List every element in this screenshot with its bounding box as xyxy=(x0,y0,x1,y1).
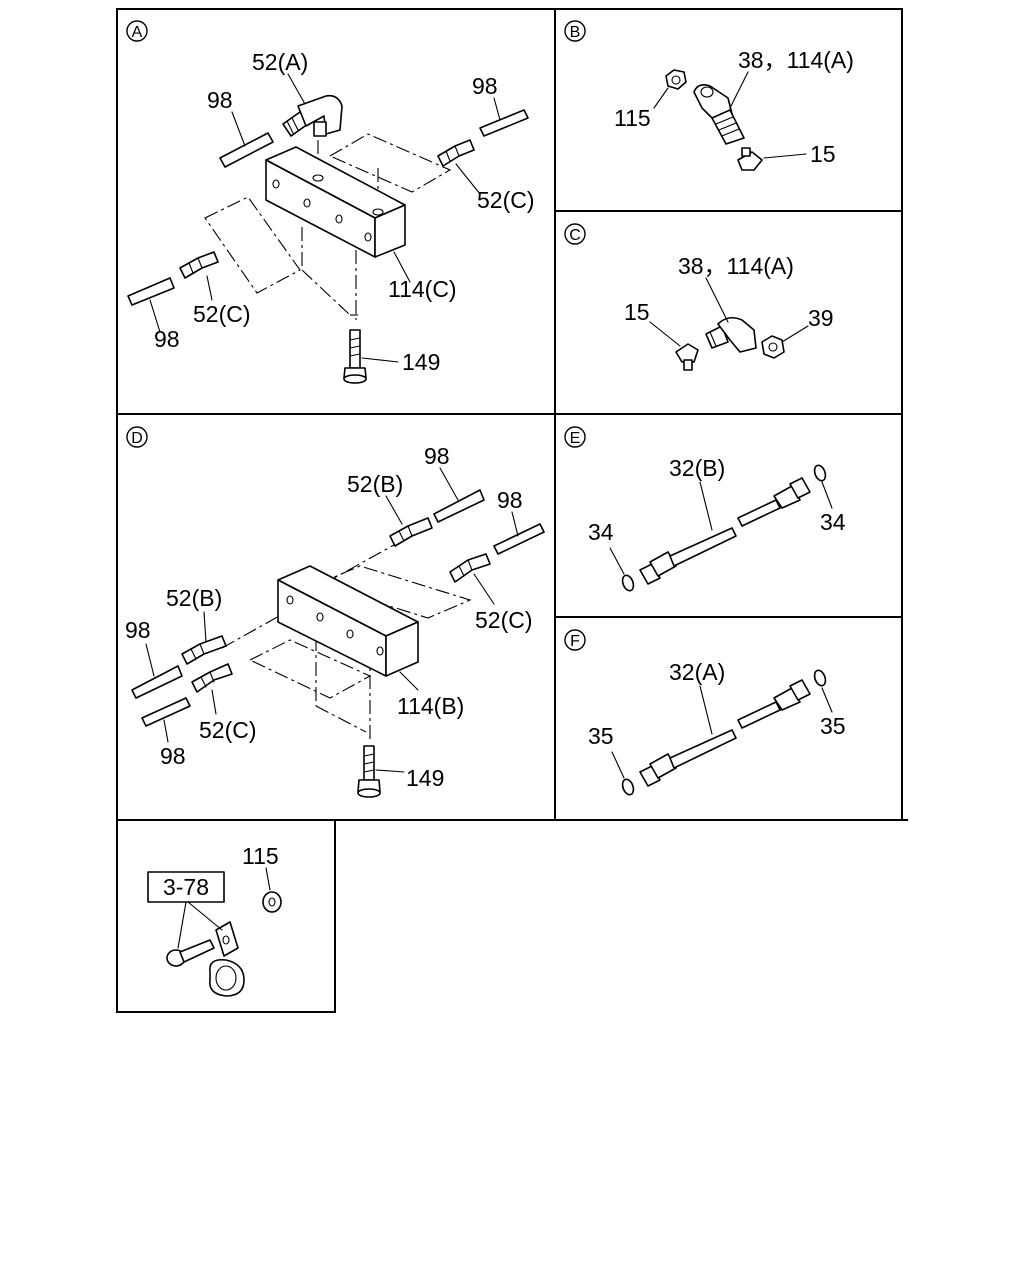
section-a: A xyxy=(126,20,535,384)
section-f-marker: F xyxy=(564,629,586,651)
assembly-plane xyxy=(316,565,472,619)
assembly-plane xyxy=(328,133,452,193)
tube xyxy=(219,132,274,168)
connector xyxy=(389,517,433,547)
section-b: B 38，114(A) 115 15 xyxy=(564,20,854,171)
washer xyxy=(813,464,827,482)
bolt xyxy=(357,745,381,798)
label-115: 115 xyxy=(242,843,279,869)
label-52b: 52(B) xyxy=(166,585,222,611)
label-34: 34 xyxy=(820,509,846,535)
label-38-114a: 38，114(A) xyxy=(678,253,794,279)
washer xyxy=(621,778,635,796)
label-15: 15 xyxy=(810,141,836,167)
label-114b: 114(B) xyxy=(397,693,464,719)
nut xyxy=(665,69,687,90)
hose-assembly xyxy=(639,477,811,585)
label-149: 149 xyxy=(402,349,440,375)
label-52c: 52(C) xyxy=(477,187,535,213)
label-35: 35 xyxy=(820,713,846,739)
svg-text:F: F xyxy=(570,633,580,650)
tube xyxy=(493,523,545,555)
label-35: 35 xyxy=(588,723,614,749)
connector xyxy=(449,553,491,583)
nut xyxy=(262,891,282,913)
manifold-block xyxy=(277,565,419,677)
label-15: 15 xyxy=(624,299,650,325)
tube xyxy=(433,489,485,523)
svg-text:C: C xyxy=(569,227,581,244)
svg-text:E: E xyxy=(570,430,581,447)
tube xyxy=(141,697,191,727)
section-e-marker: E xyxy=(564,426,586,448)
tube xyxy=(479,109,529,137)
label-32a: 32(A) xyxy=(669,659,725,685)
label-149: 149 xyxy=(406,765,444,791)
section-e: E 32(B) 34 34 xyxy=(564,426,846,592)
elbow-fitting xyxy=(693,84,745,145)
label-98: 98 xyxy=(154,326,180,352)
section-a-marker: A xyxy=(126,20,148,42)
small-fitting xyxy=(737,147,763,171)
section-c: C 38，114(A) 15 39 xyxy=(564,223,834,371)
label-114c: 114(C) xyxy=(388,276,457,302)
svg-text:A: A xyxy=(132,24,143,41)
panel-frames xyxy=(116,8,908,1013)
svg-text:D: D xyxy=(131,430,143,447)
connector xyxy=(191,663,233,693)
washer xyxy=(621,574,635,592)
manifold-block xyxy=(265,146,406,258)
connector xyxy=(179,251,219,279)
hose-assembly xyxy=(639,679,811,787)
nut xyxy=(761,335,785,359)
label-98: 98 xyxy=(472,73,498,99)
label-98: 98 xyxy=(497,487,523,513)
assembly-plane xyxy=(204,196,301,294)
section-f: F 32(A) 35 35 xyxy=(564,629,846,796)
reference-box: 3-78 xyxy=(147,871,225,903)
label-52b: 52(B) xyxy=(347,471,403,497)
bolt xyxy=(343,329,367,384)
label-98: 98 xyxy=(207,87,233,113)
tube xyxy=(131,665,183,699)
label-98: 98 xyxy=(160,743,186,769)
label-52c: 52(C) xyxy=(475,607,533,633)
tube xyxy=(127,277,175,306)
bolt xyxy=(166,939,215,967)
label-34: 34 xyxy=(588,519,614,545)
elbow-fitting xyxy=(282,94,343,137)
label-115: 115 xyxy=(614,105,651,131)
section-b-marker: B xyxy=(564,20,586,42)
clip-bracket xyxy=(209,921,245,997)
label-39: 39 xyxy=(808,305,834,331)
connector xyxy=(181,635,227,665)
label-38-114a: 38，114(A) xyxy=(738,47,854,73)
svg-text:B: B xyxy=(570,24,581,41)
label-32b: 32(B) xyxy=(669,455,725,481)
label-ref-3-78: 3-78 xyxy=(163,874,209,900)
label-98: 98 xyxy=(424,443,450,469)
small-fitting xyxy=(675,343,699,371)
section-g: 3-78 115 xyxy=(147,843,282,997)
washer xyxy=(813,669,827,687)
connector xyxy=(437,139,475,167)
section-d-marker: D xyxy=(126,426,148,448)
label-52a: 52(A) xyxy=(252,49,308,75)
label-52c: 52(C) xyxy=(199,717,257,743)
section-c-marker: C xyxy=(564,223,586,245)
label-52c: 52(C) xyxy=(193,301,251,327)
section-d: D xyxy=(125,426,545,798)
elbow-fitting xyxy=(705,316,757,353)
label-98: 98 xyxy=(125,617,151,643)
